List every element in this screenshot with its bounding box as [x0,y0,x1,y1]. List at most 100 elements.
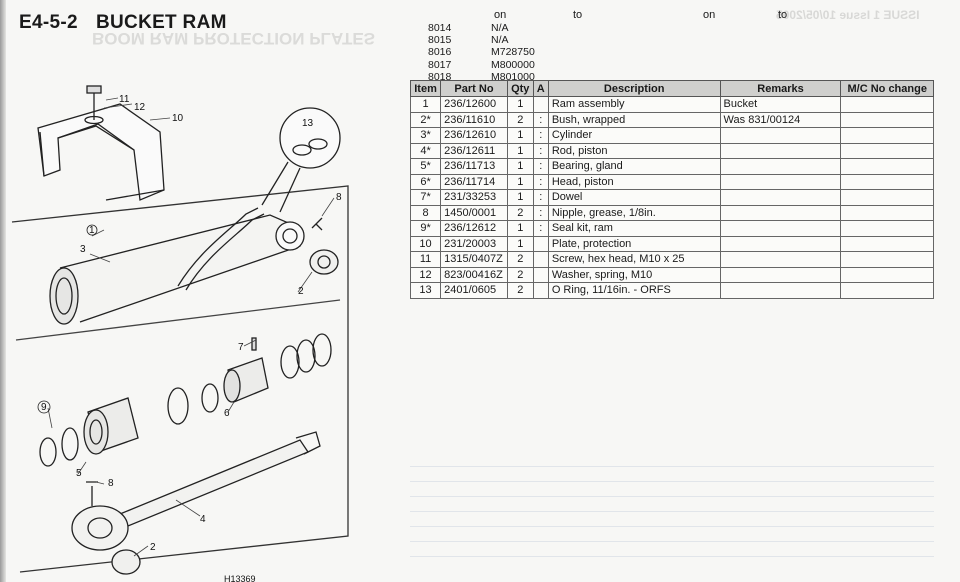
col-part-no: Part No [440,80,508,97]
cell-item: 4* [409,142,442,159]
cell-description: Rod, piston [547,142,721,159]
cell-description: Cylinder [547,127,721,144]
cell-mc-no-change [840,142,934,159]
cell-mc-no-change [840,173,934,190]
callout-1: 1 [89,225,95,236]
cell-qty: 1 [506,235,534,252]
cell-description: Screw, hex head, M10 x 25 [547,251,721,268]
col-a: A [532,80,549,97]
cell-qty: 2 [506,282,534,299]
callout-10: 10 [172,113,184,124]
cell-part-no: 823/00416Z [440,266,508,283]
serial-on-label: on [494,9,507,21]
exploded-drawing: 11 12 10 13 8 1 3 2 7 9 6 5 8 4 2 H13369 [11,85,349,582]
cell-a [532,282,549,299]
cell-description: Washer, spring, M10 [547,266,721,283]
cell-a [532,96,549,113]
cell-part-no: 1315/0407Z [440,251,508,268]
callout-6: 6 [224,408,230,419]
cell-qty: 1 [506,220,534,237]
cell-remarks [719,204,842,221]
cell-remarks: Was 831/00124 [719,111,842,128]
cell-qty: 2 [506,251,534,268]
cell-part-no: 236/12610 [440,127,508,144]
callout-12: 12 [134,102,146,113]
cell-remarks [719,251,842,268]
cell-description: Bush, wrapped [547,111,721,128]
cell-a [532,251,549,268]
cell-mc-no-change [840,220,934,237]
cell-remarks [719,127,842,144]
cell-mc-no-change [840,96,934,113]
cell-remarks [719,282,842,299]
cell-item: 13 [409,282,442,299]
cell-remarks [719,142,842,159]
cell-a [532,266,549,283]
cell-mc-no-change [840,204,934,221]
cell-remarks: Bucket [719,96,842,113]
cell-part-no: 231/20003 [440,235,508,252]
cell-description: Seal kit, ram [547,220,721,237]
callout-8b: 8 [108,478,114,489]
cell-description: Nipple, grease, 1/8in. [547,204,721,221]
cell-remarks [719,220,842,237]
cell-part-no: 236/11610 [440,111,508,128]
cell-part-no: 236/11714 [440,173,508,190]
col-qty: Qty [506,80,534,97]
col-item: Item [409,80,442,97]
cell-remarks [719,235,842,252]
callout-5: 5 [76,468,82,479]
cell-a: : [532,189,549,206]
cell-mc-no-change [840,189,934,206]
callout-9: 9 [41,402,47,413]
cell-item: 2* [409,111,442,128]
drawing-ref: H13369 [224,574,256,582]
serial-to-label: to [573,9,583,21]
cell-mc-no-change [840,266,934,283]
cell-description: O Ring, 11/16in. - ORFS [547,282,721,299]
cell-item: 12 [409,266,442,283]
callout-3: 3 [80,244,86,255]
serial-on-label-2: on [703,9,716,21]
cell-a: : [532,127,549,144]
cell-qty: 1 [506,158,534,175]
cell-part-no: 236/11713 [440,158,508,175]
callout-2: 2 [298,286,304,297]
cell-description: Bearing, gland [547,158,721,175]
cell-description: Dowel [547,189,721,206]
cell-description: Plate, protection [547,235,721,252]
cell-qty: 1 [506,142,534,159]
cell-item: 5* [409,158,442,175]
cell-part-no: 236/12612 [440,220,508,237]
cell-remarks [719,173,842,190]
cell-part-no: 1450/0001 [440,204,508,221]
cell-item: 7* [409,189,442,206]
col-description: Description [547,80,721,97]
cell-a [532,235,549,252]
cell-item: 6* [409,173,442,190]
col-mc-no-change: M/C No change [840,80,934,97]
parts-table: Item Part No Qty A Description Remarks M… [409,80,934,299]
cell-qty: 2 [506,204,534,221]
cell-item: 3* [409,127,442,144]
col-remarks: Remarks [719,80,842,97]
cell-a: : [532,111,549,128]
cell-item: 9* [409,220,442,237]
cell-qty: 1 [506,96,534,113]
cell-qty: 2 [506,266,534,283]
